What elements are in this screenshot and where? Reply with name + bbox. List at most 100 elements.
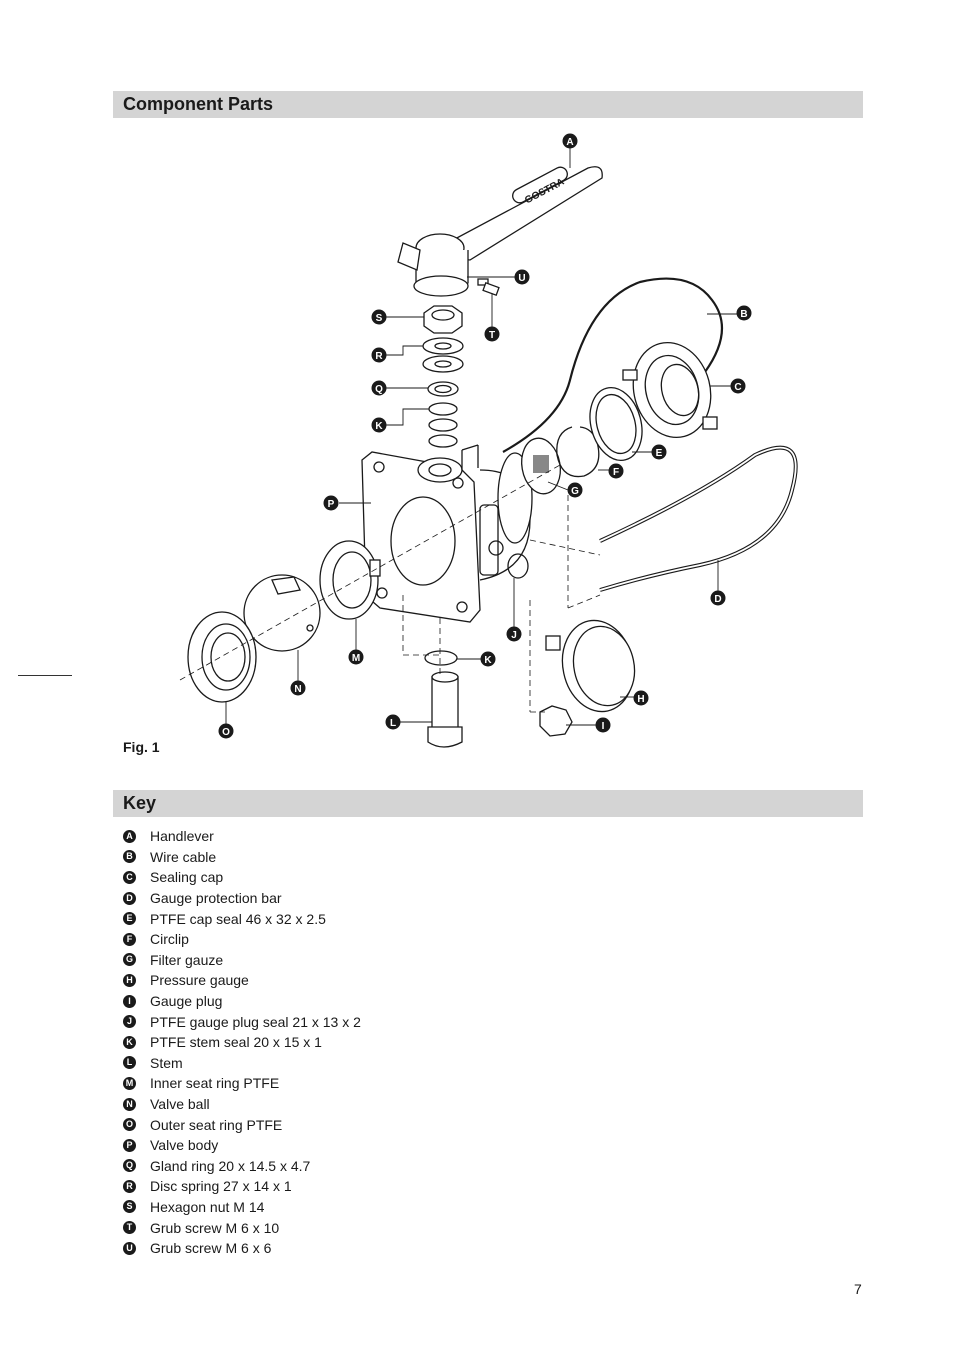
svg-text:M: M xyxy=(352,653,360,664)
key-item: B Wire cable xyxy=(123,847,361,868)
callout-r: R xyxy=(371,347,387,363)
key-label: Handlever xyxy=(150,828,214,845)
key-label: PTFE stem seal 20 x 15 x 1 xyxy=(150,1034,322,1051)
key-label: Outer seat ring PTFE xyxy=(150,1116,283,1133)
callout-a: A xyxy=(562,133,578,149)
key-badge: O xyxy=(123,1118,136,1132)
section-title: Component Parts xyxy=(123,94,274,114)
callout-c: C xyxy=(730,378,746,394)
outer-seat-ring-part xyxy=(187,611,257,703)
callout-j: J xyxy=(506,626,522,642)
callout-f: F xyxy=(608,463,624,479)
svg-text:L: L xyxy=(390,718,396,729)
key-label: Pressure gauge xyxy=(150,972,249,989)
handlever-part: GOSTRA xyxy=(397,166,603,297)
svg-text:T: T xyxy=(489,330,495,341)
key-badge: B xyxy=(123,850,136,864)
pressure-gauge-part xyxy=(545,619,636,713)
key-label: Circlip xyxy=(150,931,189,948)
key-item: F Circlip xyxy=(123,929,361,950)
callout-t: T xyxy=(484,326,500,342)
callout-l: L xyxy=(385,714,401,730)
callout-leaders xyxy=(225,148,737,726)
key-item: G Filter gauze xyxy=(123,950,361,971)
key-badge: S xyxy=(123,1200,136,1214)
key-badge: L xyxy=(123,1056,136,1070)
callout-e: E xyxy=(651,444,667,460)
key-item: K PTFE stem seal 20 x 15 x 1 xyxy=(123,1032,361,1053)
key-badge: N xyxy=(123,1097,136,1111)
callout-i: I xyxy=(595,717,611,733)
key-label: Wire cable xyxy=(150,848,217,865)
svg-text:B: B xyxy=(740,309,747,320)
stem-seal-part xyxy=(428,434,458,448)
key-badge: J xyxy=(123,1015,136,1029)
callout-k-lower: K xyxy=(480,651,496,667)
svg-text:D: D xyxy=(714,594,721,605)
svg-text:Q: Q xyxy=(375,384,383,395)
valve-ball-part xyxy=(243,574,321,652)
callout-q: Q xyxy=(371,380,387,396)
callout-u: U xyxy=(514,269,530,285)
key-label: Grub screw M 6 x 10 xyxy=(150,1219,280,1236)
valve-body-part xyxy=(361,444,533,623)
disc-spring-part xyxy=(422,337,464,355)
gauge-protection-bar-part xyxy=(599,445,798,592)
svg-text:N: N xyxy=(294,684,301,695)
svg-text:H: H xyxy=(637,694,644,705)
callout-o: O xyxy=(218,723,234,739)
svg-text:K: K xyxy=(375,421,383,432)
callout-h: H xyxy=(633,690,649,706)
stem-seal-part xyxy=(424,650,458,666)
key-badge: T xyxy=(123,1221,136,1235)
callout-g: G xyxy=(567,482,583,498)
svg-text:E: E xyxy=(656,448,663,459)
svg-text:U: U xyxy=(518,273,525,284)
key-badge: I xyxy=(123,994,136,1008)
key-label: Filter gauze xyxy=(150,951,224,968)
key-label: PTFE cap seal 46 x 32 x 2.5 xyxy=(150,910,326,927)
grub-screw-t-part xyxy=(482,282,500,296)
key-label: Valve ball xyxy=(150,1096,210,1113)
key-item: E PTFE cap seal 46 x 32 x 2.5 xyxy=(123,908,361,929)
axis-lines xyxy=(179,464,601,713)
callout-s: S xyxy=(371,309,387,325)
key-badge: R xyxy=(123,1179,136,1193)
figure-caption: Fig. 1 xyxy=(123,739,160,755)
callout-m: M xyxy=(348,649,364,665)
filter-gauze-part xyxy=(521,437,561,495)
stem-part xyxy=(427,671,463,748)
key-item: A Handlever xyxy=(123,826,361,847)
svg-text:G: G xyxy=(571,486,579,497)
gauge-plug-seal-part xyxy=(507,553,529,579)
key-badge: P xyxy=(123,1138,136,1152)
wire-cable-part xyxy=(502,277,724,453)
key-label: Valve body xyxy=(150,1137,219,1154)
key-badge: E xyxy=(123,912,136,926)
key-badge: K xyxy=(123,1035,136,1049)
key-badge: F xyxy=(123,932,136,946)
key-label: Gland ring 20 x 14.5 x 4.7 xyxy=(150,1157,311,1174)
key-badge: D xyxy=(123,891,136,905)
key-badge: A xyxy=(123,829,136,843)
key-badge: M xyxy=(123,1076,136,1090)
callout-p: P xyxy=(323,495,339,511)
key-badge: C xyxy=(123,870,136,884)
gland-ring-part xyxy=(427,381,459,397)
sealing-cap-part xyxy=(622,341,718,439)
svg-text:J: J xyxy=(511,630,517,641)
key-item: O Outer seat ring PTFE xyxy=(123,1114,361,1135)
key-title: Key xyxy=(123,793,157,813)
callout-badges: A B C D E F G H I J K K L M N O P Q R S … xyxy=(218,133,752,739)
section-header-bar: Component Parts xyxy=(113,91,863,118)
key-item: P Valve body xyxy=(123,1135,361,1156)
exploded-view-diagram: G O S T R A xyxy=(179,133,798,748)
key-badge: G xyxy=(123,953,136,967)
